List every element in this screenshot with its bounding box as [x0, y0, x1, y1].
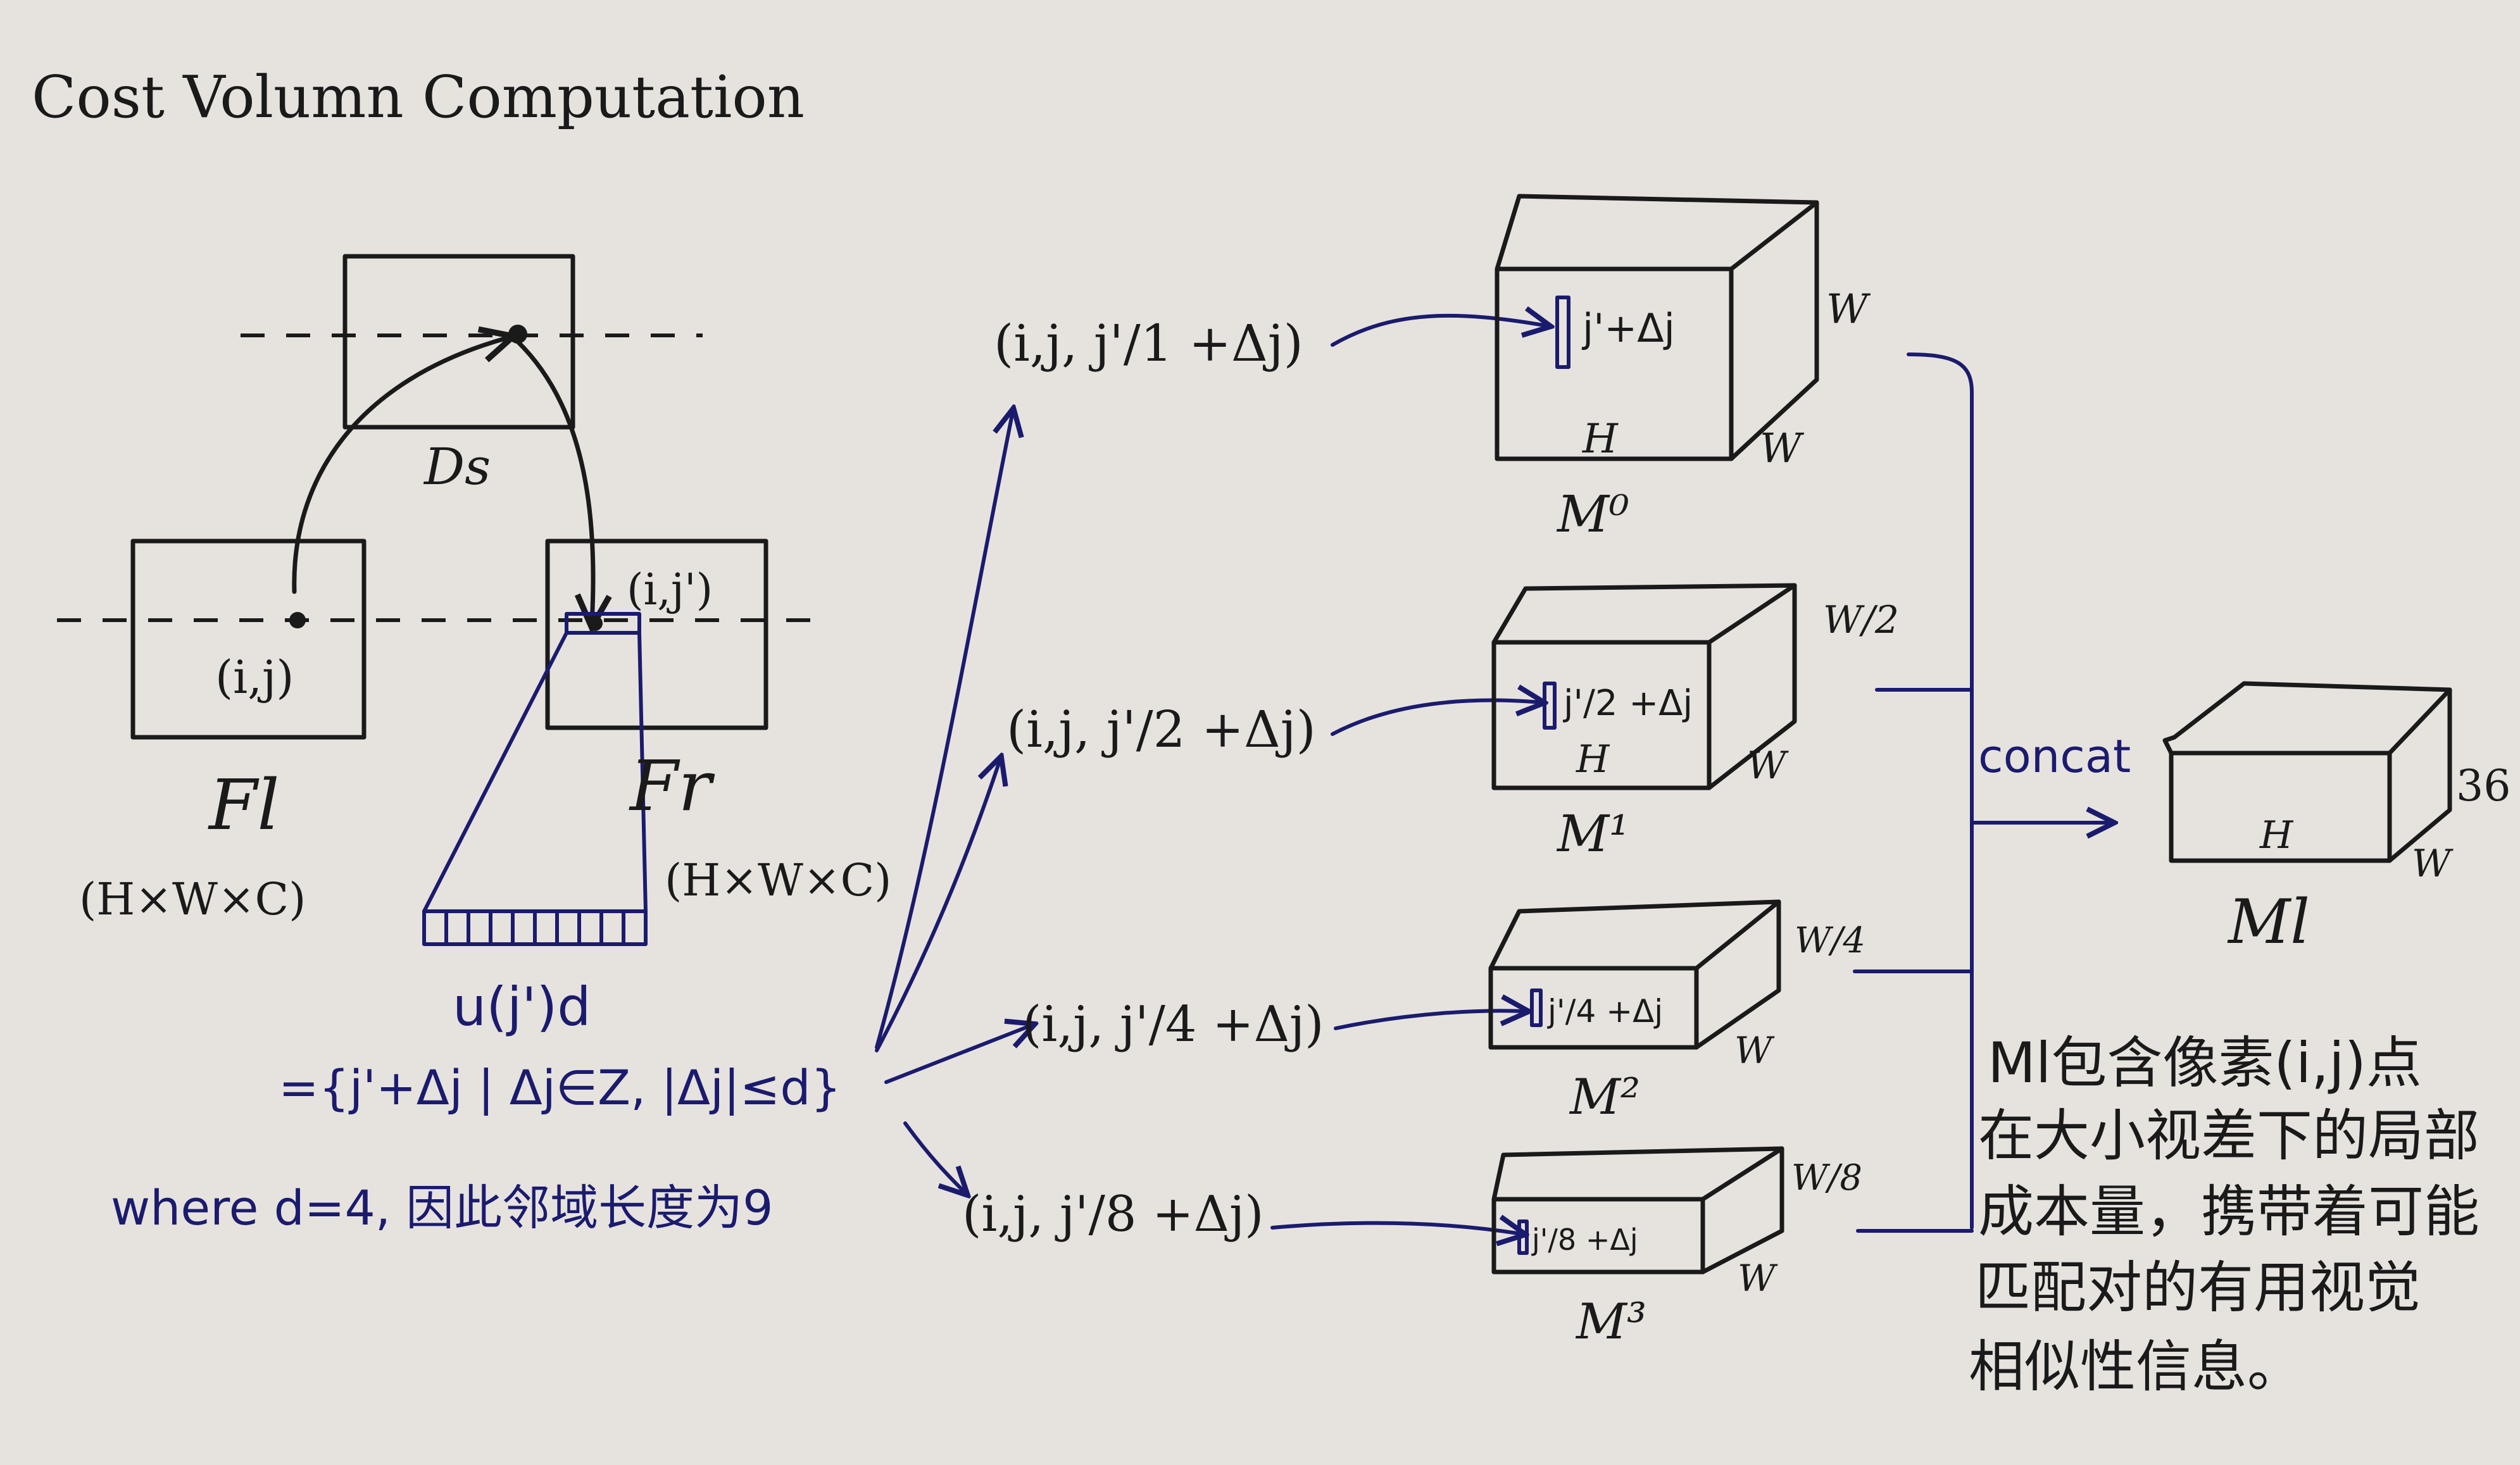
- left-point-label: (i,j): [215, 651, 294, 704]
- description-line-2: 在大小视差下的局部: [1978, 1103, 2479, 1168]
- volume-m1: [1491, 583, 1797, 790]
- volume-m1-inner: j'/2 +Δj: [1562, 683, 1693, 724]
- right-feature-map: [422, 539, 768, 946]
- volume-m1-depth: W: [1747, 744, 1789, 788]
- fanout-arrows: [875, 411, 1032, 1193]
- neighborhood-set-def: ={j'+Δj | Δj∈Z, |Δj|≤d}: [279, 1059, 841, 1116]
- volume-m3-depth: W: [1738, 1257, 1778, 1300]
- volume-m0-label: M⁰: [1556, 485, 1629, 544]
- left-map-dims: (H×W×C): [79, 873, 306, 925]
- output-volume: [2162, 681, 2452, 863]
- volume-m1-width: W/2: [1823, 598, 1899, 642]
- volume-m2: [1488, 899, 1781, 1050]
- right-map-dims: (H×W×C): [665, 854, 891, 906]
- output-depth: W: [2412, 842, 2454, 886]
- scale-tuple-3: (i,j, j'/8 +Δj): [962, 1186, 1264, 1243]
- volume-m2-depth: W: [1734, 1029, 1775, 1072]
- volume-m3-inner: j'/8 +Δj: [1531, 1223, 1638, 1257]
- volume-m1-label: M¹: [1556, 804, 1629, 863]
- volume-m2-inner: j'/4 +Δj: [1547, 993, 1663, 1030]
- shift-window: [241, 254, 703, 623]
- volume-m0-depth: W: [1760, 425, 1805, 472]
- volume-m0: [1495, 194, 1819, 461]
- concat-label: concat: [1978, 730, 2131, 783]
- description-line-5: 相似性信息。: [1969, 1334, 2303, 1399]
- description-line-3: 成本量，携带着可能: [1978, 1179, 2479, 1244]
- volume-m3-label: M³: [1575, 1294, 1646, 1350]
- left-feature-map: [57, 539, 817, 740]
- volume-m3: [1491, 1146, 1784, 1275]
- output-height: H: [2259, 813, 2294, 857]
- volume-m2-label: M²: [1569, 1069, 1640, 1126]
- left-map-label: Fl: [208, 764, 280, 845]
- description-line-1: Ml包含像素(i,j)点: [1988, 1030, 2422, 1095]
- neighborhood-label: u(j')d: [453, 976, 591, 1038]
- volume-m0-height: H: [1582, 416, 1619, 463]
- output-volume-label: Ml: [2227, 887, 2310, 957]
- tuple-arrows: [1270, 316, 1548, 1234]
- right-map-label: Fr: [629, 745, 715, 826]
- volume-m2-width: W/4: [1795, 920, 1865, 961]
- neighborhood-note: where d=4, 因此邻域长度为9: [111, 1180, 774, 1236]
- scale-tuple-2: (i,j, j'/4 +Δj): [1022, 996, 1324, 1053]
- volume-m3-width: W/8: [1791, 1157, 1862, 1199]
- volume-m0-width: W: [1826, 286, 1871, 333]
- neighborhood-ticks: [444, 909, 625, 946]
- volume-m1-height: H: [1576, 737, 1610, 782]
- diagram-title: Cost Volumn Computation: [32, 63, 805, 131]
- scale-tuple-1: (i,j, j'/2 +Δj): [1006, 700, 1316, 759]
- concat-bracket: [1853, 352, 2111, 1233]
- right-point-label: (i,j'): [627, 565, 713, 615]
- volume-m0-inner: j'+Δj: [1581, 305, 1675, 351]
- shift-label: Ds: [423, 437, 491, 496]
- output-width: 36: [2456, 761, 2511, 811]
- scale-tuple-0: (i,j, j'/1 +Δj): [994, 314, 1303, 373]
- description-line-4: 匹配对的有用视觉: [1975, 1255, 2421, 1320]
